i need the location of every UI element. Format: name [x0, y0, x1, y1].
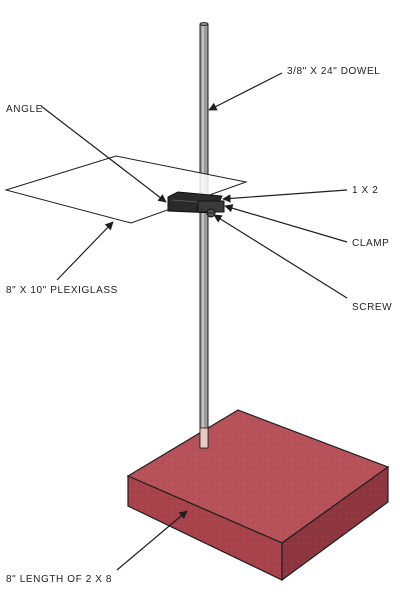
angle-label: ANGLE	[6, 104, 43, 115]
dowel-label: 3/8" X 24" DOWEL	[287, 66, 380, 77]
clamp-assembly	[167, 191, 225, 218]
screw-label: SCREW	[352, 302, 392, 313]
labels: 3/8" X 24" DOWEL ANGLE 1 X 2 CLAMP 8" X …	[6, 66, 392, 585]
base-leader	[116, 510, 188, 571]
plexiglass-sheet	[4, 155, 248, 224]
one-by-two-leader	[222, 189, 348, 203]
leader-lines	[40, 72, 348, 571]
base-label: 8" LENGTH OF 2 X 8	[6, 574, 112, 585]
dowel-rod	[199, 22, 209, 449]
clamp-label: CLAMP	[352, 238, 389, 249]
plexiglass-leader	[56, 221, 114, 281]
screw-leader	[213, 214, 348, 299]
dowel-leader	[208, 72, 283, 111]
plexiglass-label: 8" X 10" PLEXIGLASS	[6, 285, 118, 296]
clamp-leader	[224, 204, 348, 243]
base-block	[126, 409, 390, 582]
angle-leader	[40, 105, 167, 203]
one-by-two-label: 1 X 2	[352, 185, 378, 196]
